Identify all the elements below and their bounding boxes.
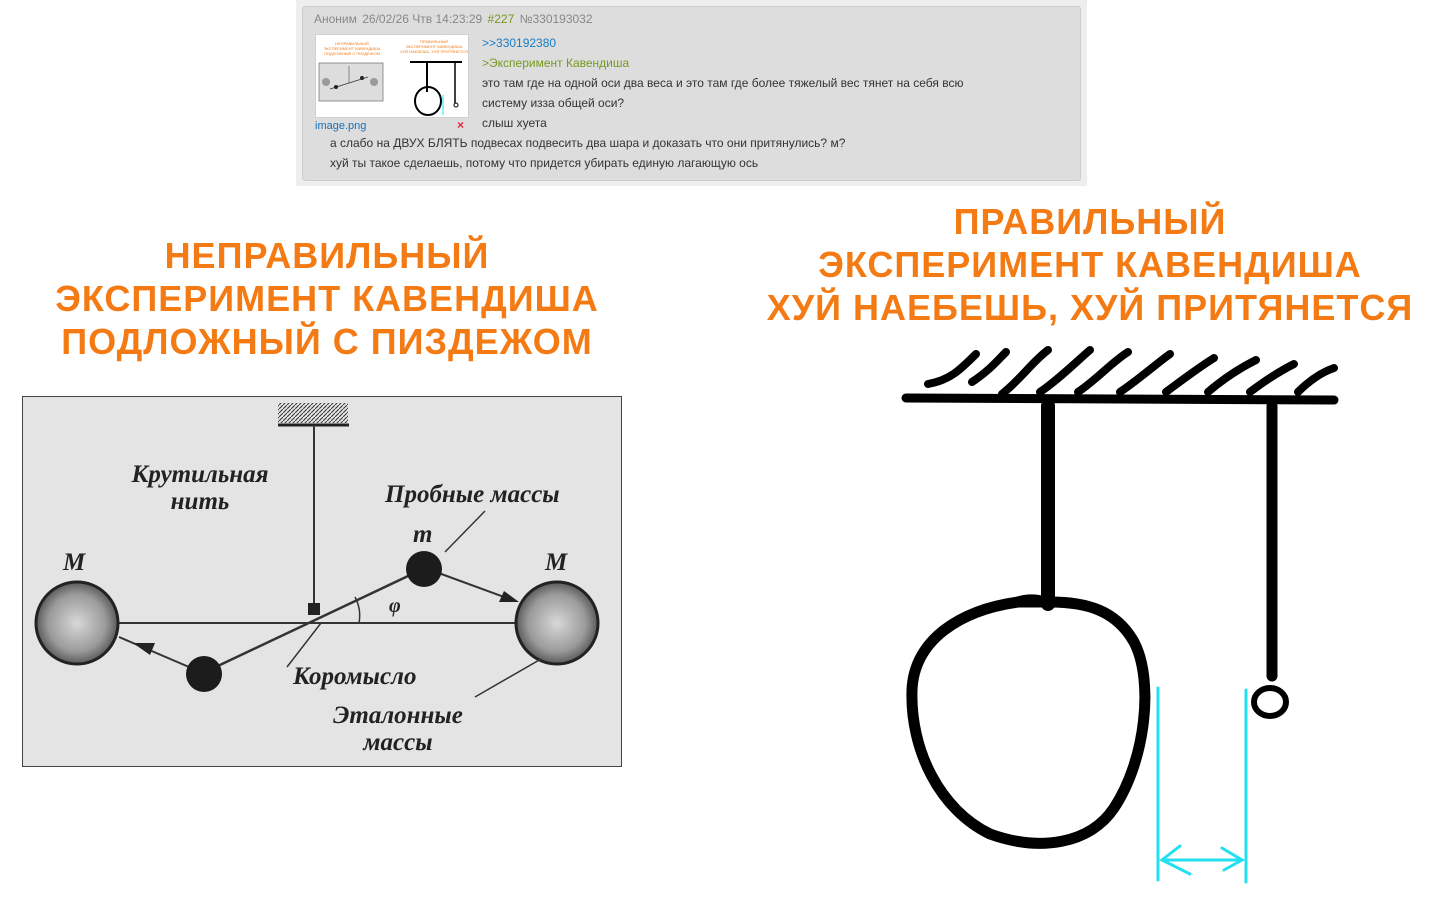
distance-marker: [1156, 686, 1248, 884]
leader-line: [474, 658, 542, 698]
right-heading-line: ПРАВИЛЬНЫЙ: [953, 201, 1227, 242]
beam: [202, 566, 426, 675]
label-torsion-thread-line2: нить: [170, 488, 230, 515]
arrow-head-icon: [499, 591, 519, 602]
right-heading-line: ЭКСПЕРИМЕНТ КАВЕНДИША: [818, 244, 1362, 285]
reply-link[interactable]: >>330192380: [482, 36, 557, 50]
attachment-filename[interactable]: image.png: [315, 120, 367, 132]
left-heading: НЕПРАВИЛЬНЫЙ ЭКСПЕРИМЕНТ КАВЕНДИША ПОДЛО…: [22, 234, 632, 363]
reference-mass-right: [514, 580, 600, 666]
reference-mass-left: [34, 580, 120, 666]
post: Аноним 26/02/26 Чтв 14:23:29 #227 №33019…: [302, 6, 1081, 181]
beam-pivot: [308, 603, 320, 615]
attachment-thumbnail[interactable]: НЕПРАВИЛЬНЫЙ ЭКСПЕРИМЕНТ КАВЕНДИША ПОДЛО…: [315, 34, 469, 118]
leader-line: [444, 510, 486, 553]
post-text-line: хуй ты такое сделаешь, потому что придет…: [330, 156, 759, 170]
label-small-m: m: [413, 521, 433, 548]
small-ball: [1251, 685, 1289, 719]
post-text-line: а слабо на ДВУХ БЛЯТЬ подвесах подвесить…: [330, 136, 846, 150]
ceiling-hatching: [924, 346, 1338, 398]
left-heading-line: ПОДЛОЖНЫЙ С ПИЗДЕЖОМ: [61, 321, 593, 362]
svg-text:ЭКСПЕРИМЕНТ КАВЕНДИША: ЭКСПЕРИМЕНТ КАВЕНДИША: [406, 44, 463, 49]
svg-text:ЭКСПЕРИМЕНТ КАВЕНДИША: ЭКСПЕРИМЕНТ КАВЕНДИША: [324, 46, 381, 51]
svg-text:НЕПРАВИЛЬНЫЙ: НЕПРАВИЛЬНЫЙ: [335, 41, 369, 46]
angle-arc: [354, 596, 361, 624]
svg-text:ПРАВИЛЬНЫЙ: ПРАВИЛЬНЫЙ: [420, 39, 448, 44]
post-text-line: систему изза общей оси?: [482, 96, 625, 110]
big-ball: [906, 596, 1151, 849]
forum-post-screenshot: Аноним 26/02/26 Чтв 14:23:29 #227 №33019…: [296, 0, 1087, 186]
label-reference-masses-line2: массы: [363, 729, 433, 756]
post-datetime: 26/02/26 Чтв 14:23:29: [362, 12, 483, 26]
ceiling-mount: [278, 403, 349, 427]
hand-drawn-sketch: [901, 346, 1339, 884]
arrow-head-icon: [133, 643, 155, 655]
probe-mass-right: [406, 551, 442, 587]
svg-text:ПОДЛОЖНЫЙ С ПИЗДЕЖОМ: ПОДЛОЖНЫЙ С ПИЗДЕЖОМ: [324, 51, 380, 56]
probe-mass-left: [186, 656, 222, 692]
leader-line: [286, 622, 322, 668]
label-angle-phi: φ: [389, 595, 401, 617]
post-author: Аноним: [314, 12, 357, 26]
label-torsion-thread-line1: Крутильная: [131, 461, 269, 488]
label-probe-masses: Пробные массы: [385, 481, 560, 508]
left-heading-line: НЕПРАВИЛЬНЫЙ: [164, 235, 490, 276]
post-text-line: это там где на одной оси два веса и это …: [482, 76, 964, 90]
right-heading: ПРАВИЛЬНЫЙ ЭКСПЕРИМЕНТ КАВЕНДИША ХУЙ НАЕ…: [742, 200, 1438, 329]
svg-text:ХУЙ НАЕБЕШЬ, ХУЙ ПРИТЯНЕТСЯ: ХУЙ НАЕБЕШЬ, ХУЙ ПРИТЯНЕТСЯ: [400, 49, 468, 54]
label-big-M-right: M: [545, 549, 568, 576]
ceiling-bar: [901, 393, 1339, 405]
right-heading-line: ХУЙ НАЕБЕШЬ, ХУЙ ПРИТЯНЕТСЯ: [766, 287, 1414, 328]
delete-attachment-icon[interactable]: ×: [457, 118, 465, 132]
label-big-M-left: M: [63, 549, 86, 576]
cavendish-textbook-diagram: Крутильная нить Пробные массы m M M φ Ко…: [22, 396, 622, 767]
quote-text: >Эксперимент Кавендиша: [482, 56, 630, 70]
label-reference-masses-line1: Эталонные: [333, 702, 463, 729]
left-heading-line: ЭКСПЕРИМЕНТ КАВЕНДИША: [55, 278, 599, 319]
post-text-line: слыш хуета: [482, 116, 547, 130]
label-torsion-thread: Крутильная нить: [125, 461, 275, 515]
post-header: Аноним 26/02/26 Чтв 14:23:29 #227 №33019…: [314, 12, 595, 26]
label-reference-masses: Эталонные массы: [323, 702, 473, 756]
post-index[interactable]: #227: [487, 12, 515, 26]
label-beam: Коромысло: [293, 663, 417, 690]
post-number[interactable]: №330193032: [519, 12, 593, 26]
